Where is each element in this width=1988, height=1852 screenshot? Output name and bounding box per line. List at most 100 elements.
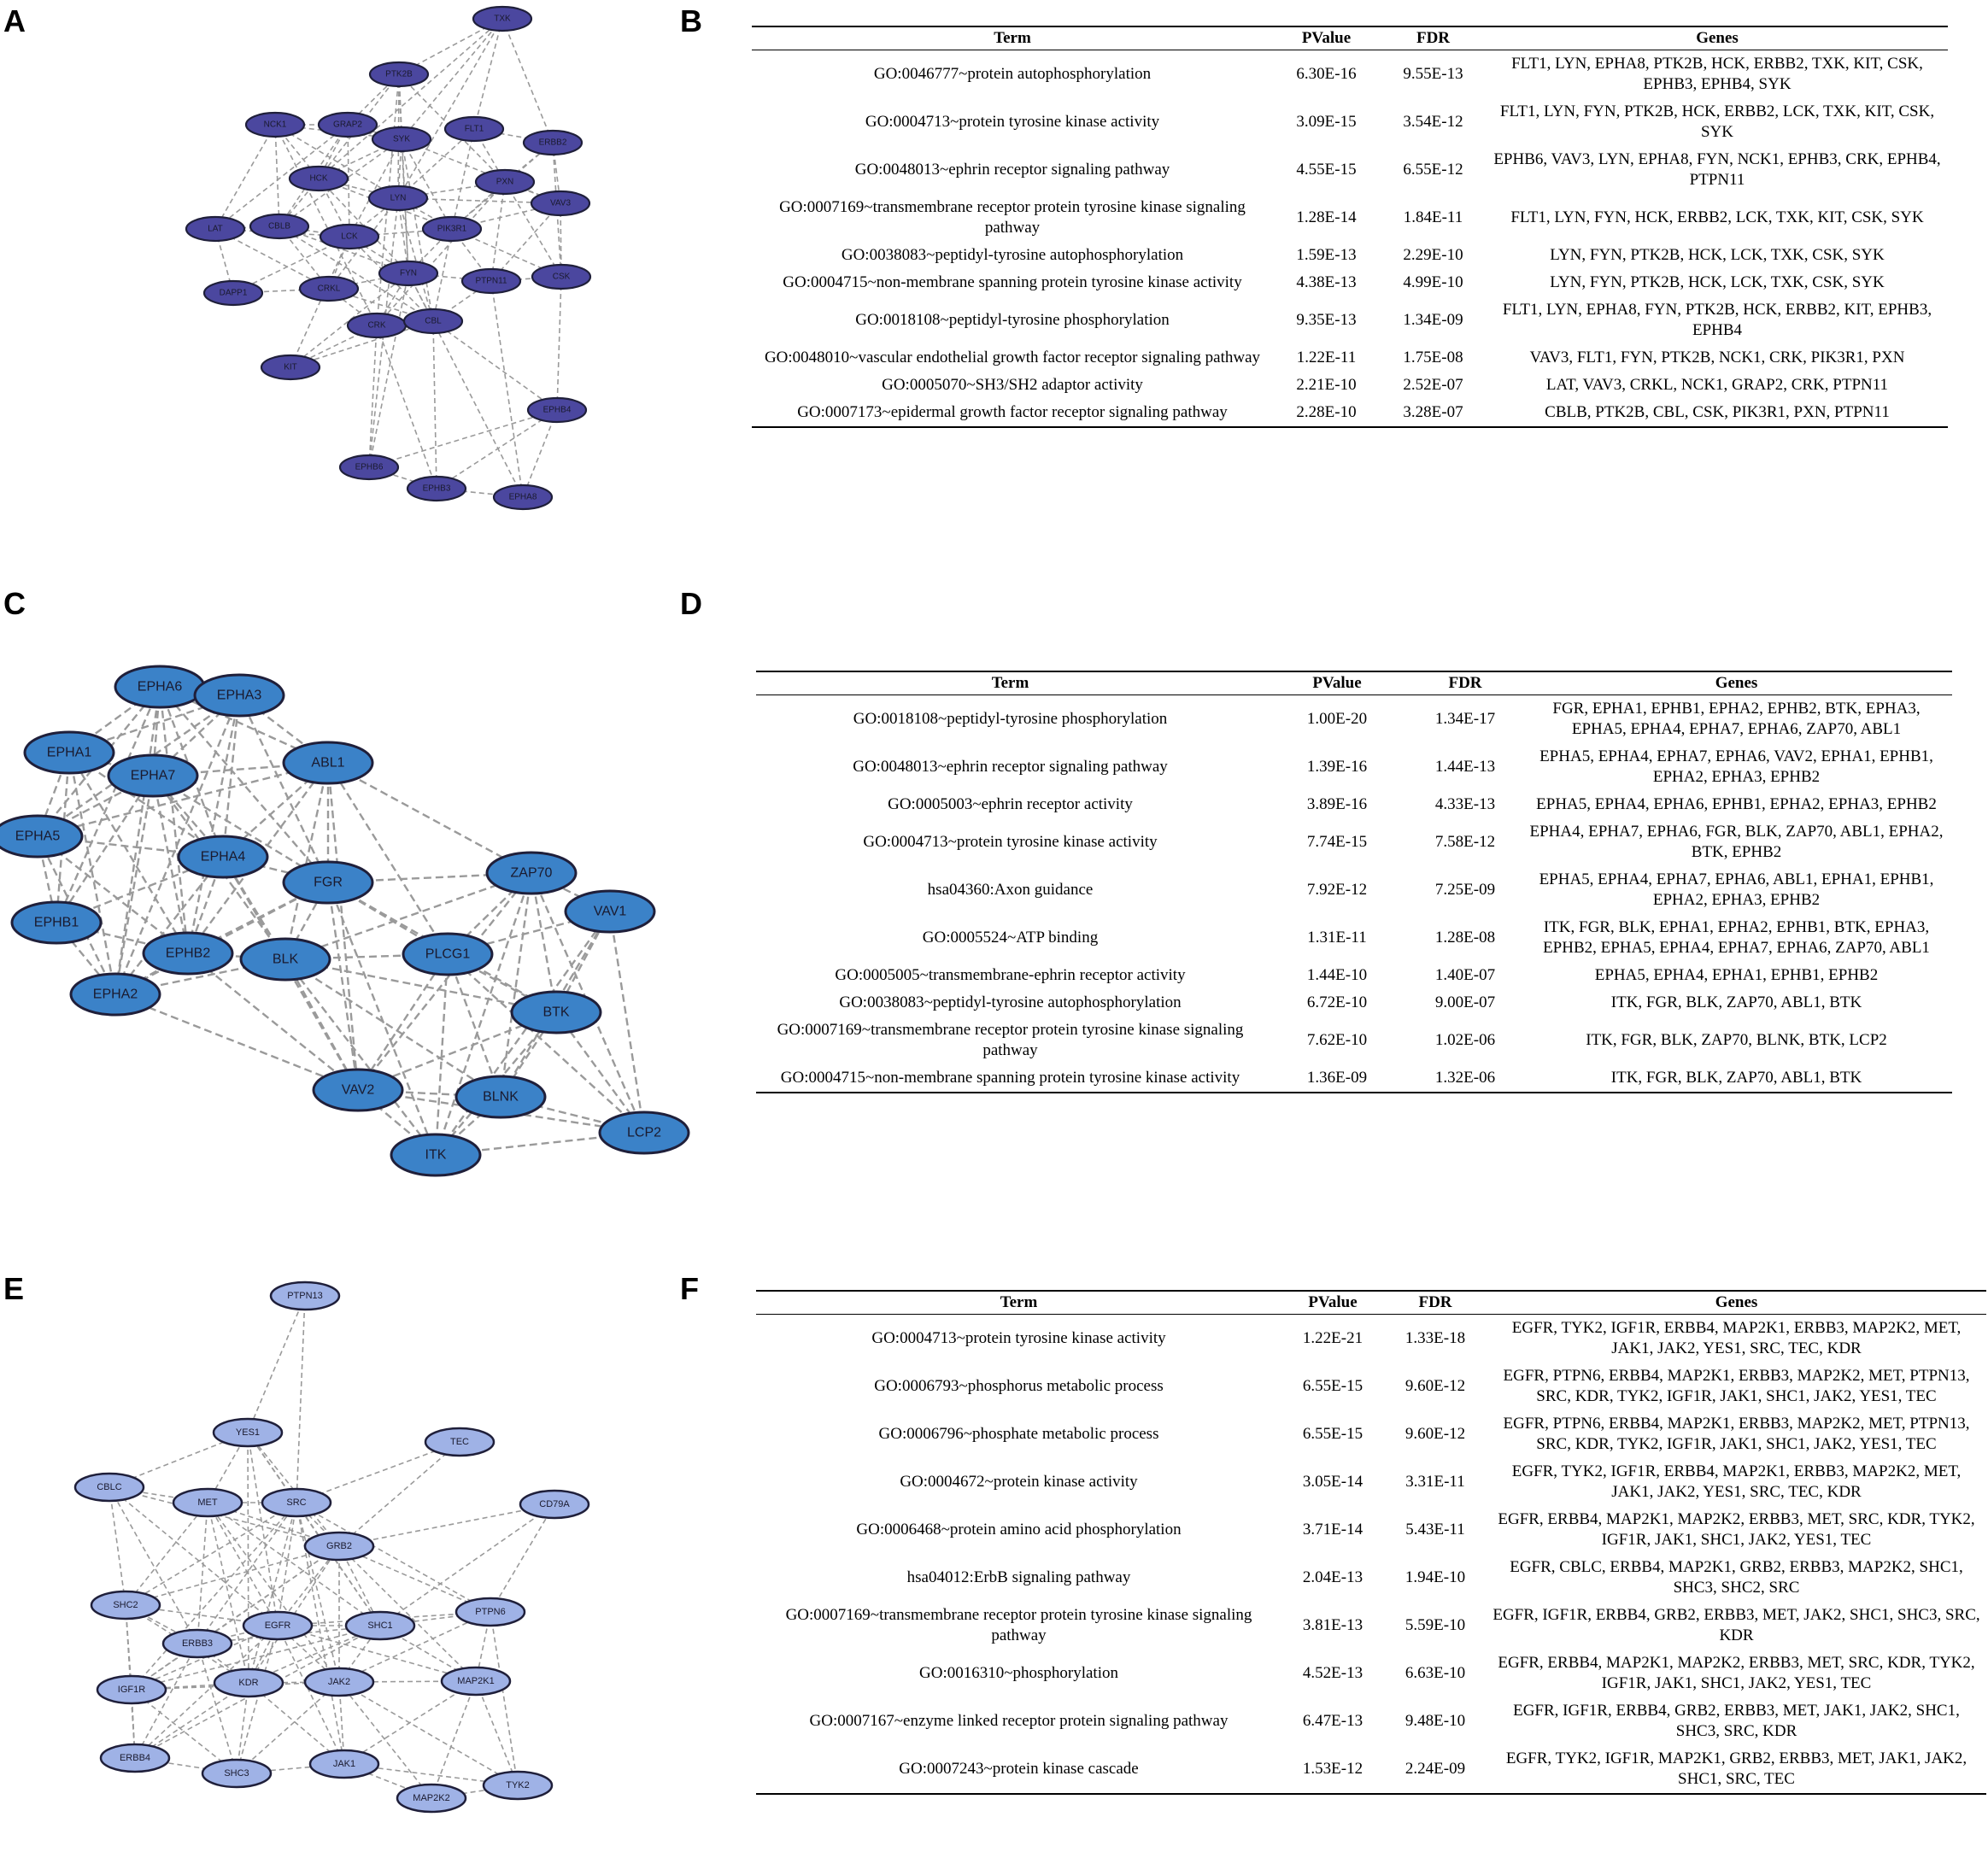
node-label: EPHA6 xyxy=(138,680,183,694)
pvalue-cell: 3.81E-13 xyxy=(1302,1616,1363,1634)
network-edge xyxy=(125,1545,340,1606)
fdr-cell: 1.75E-08 xyxy=(1403,349,1463,366)
network-node: PXN xyxy=(474,168,536,196)
fdr-cell: 9.60E-12 xyxy=(1405,1425,1466,1443)
node-ellipse xyxy=(598,1111,690,1155)
node-ellipse xyxy=(107,753,199,798)
node-ellipse xyxy=(212,1417,284,1448)
network-node: FGR xyxy=(282,860,374,905)
table-row: GO:0007173~epidermal growth factor recep… xyxy=(752,399,1948,428)
network-node: MET xyxy=(172,1487,243,1518)
table-row: GO:0004713~protein tyrosine kinase activ… xyxy=(756,1315,1986,1363)
table-row: GO:0007167~enzyme linked receptor protei… xyxy=(756,1697,1986,1745)
node-ellipse xyxy=(344,1610,416,1641)
header-term: Term xyxy=(752,26,1273,50)
network-node: IGF1R xyxy=(96,1674,167,1705)
network-edge xyxy=(504,181,562,278)
pvalue-cell: 1.28E-14 xyxy=(1296,208,1357,226)
network-edge xyxy=(338,1611,491,1683)
header-fdr: FDR xyxy=(1410,671,1521,695)
network-node: EPHA3 xyxy=(193,673,285,718)
network-node: SRC xyxy=(261,1487,332,1518)
term-cell: GO:0048013~ephrin receptor signaling pat… xyxy=(854,161,1170,179)
network-edge xyxy=(131,1545,340,1691)
term-cell: GO:0004713~protein tyrosine kinase activ… xyxy=(863,833,1158,851)
node-label: FGR xyxy=(314,876,343,890)
network-edge xyxy=(401,138,409,274)
panel-label-e: E xyxy=(3,1271,25,1306)
network-edge xyxy=(214,124,349,230)
network-edge xyxy=(326,762,360,1091)
node-ellipse xyxy=(90,1590,161,1620)
node-label: ZAP70 xyxy=(511,866,553,881)
genes-cell: EGFR, ERBB4, MAP2K1, MAP2K2, ERBB3, MET,… xyxy=(1498,1654,1975,1692)
node-ellipse xyxy=(193,673,285,718)
genes-cell: EGFR, TYK2, IGF1R, ERBB4, MAP2K1, ERBB3,… xyxy=(1511,1319,1962,1357)
node-ellipse xyxy=(371,126,432,153)
node-label: EPHB3 xyxy=(423,484,451,494)
network-edge xyxy=(108,1486,279,1626)
fdr-cell: 7.58E-12 xyxy=(1434,833,1496,851)
pvalue-cell: 4.38E-13 xyxy=(1296,273,1357,291)
network-node: EPHA7 xyxy=(107,753,199,798)
term-cell: GO:0048013~ephrin receptor signaling pat… xyxy=(853,758,1168,776)
network-node: HCK xyxy=(288,165,349,192)
network-edge xyxy=(284,762,330,960)
node-ellipse xyxy=(177,835,269,879)
node-label: VAV2 xyxy=(342,1083,375,1098)
node-ellipse xyxy=(288,165,349,192)
pvalue-cell: 3.05E-14 xyxy=(1302,1473,1363,1491)
pvalue-cell: 7.62E-10 xyxy=(1306,1031,1368,1049)
node-label: SRC xyxy=(286,1497,306,1508)
network-edge xyxy=(338,1545,491,1613)
pvalue-cell: 6.55E-15 xyxy=(1302,1377,1363,1395)
network-edge xyxy=(608,911,646,1134)
pvalue-cell: 6.55E-15 xyxy=(1302,1425,1363,1443)
node-label: ABL1 xyxy=(311,756,344,771)
network-edge xyxy=(134,1643,198,1759)
network-edge xyxy=(196,1502,208,1644)
pvalue-cell: 4.52E-13 xyxy=(1302,1664,1363,1682)
network-edge xyxy=(114,993,359,1092)
network-node: CRKL xyxy=(298,275,360,302)
network-edge xyxy=(236,1682,249,1774)
network-node: KIT xyxy=(260,354,321,381)
network-node: FLT1 xyxy=(443,115,505,143)
network-edge xyxy=(196,1643,238,1774)
node-label: CRK xyxy=(367,321,385,331)
term-cell: GO:0018108~peptidyl-tyrosine phosphoryla… xyxy=(855,311,1170,329)
network-node: PTPN13 xyxy=(269,1281,341,1311)
node-ellipse xyxy=(312,1068,404,1112)
node-label: EGFR xyxy=(265,1620,291,1631)
node-ellipse xyxy=(282,860,374,905)
fdr-cell: 1.34E-17 xyxy=(1434,710,1496,728)
network-edge xyxy=(131,1502,297,1691)
network-node: ZAP70 xyxy=(485,851,578,895)
node-label: PLCG1 xyxy=(425,947,471,962)
network-node: PTK2B xyxy=(368,61,430,88)
network-edge xyxy=(338,1503,555,1547)
term-cell: GO:0007243~protein kinase cascade xyxy=(756,1745,1281,1795)
network-node: PTPN6 xyxy=(454,1597,526,1627)
network-edge xyxy=(108,1486,340,1547)
pvalue-cell: 4.55E-15 xyxy=(1296,161,1357,179)
node-label: EPHA2 xyxy=(93,988,138,1002)
node-ellipse xyxy=(482,1770,554,1801)
node-ellipse xyxy=(261,1487,332,1518)
table-row: GO:0004715~non-membrane spanning protein… xyxy=(752,269,1948,296)
node-ellipse xyxy=(317,111,378,138)
fdr-cell: 9.55E-13 xyxy=(1403,65,1463,83)
node-label: ERBB3 xyxy=(182,1638,213,1649)
pvalue-cell: 1.22E-21 xyxy=(1302,1329,1363,1347)
network-node: ERBB3 xyxy=(161,1628,233,1659)
network-node: EPHB4 xyxy=(526,396,588,424)
node-ellipse xyxy=(172,1487,243,1518)
genes-cell: FLT1, LYN, FYN, PTK2B, HCK, ERBB2, LCK, … xyxy=(1499,103,1935,141)
network-edge xyxy=(238,694,330,883)
table-row: GO:0004713~protein tyrosine kinase activ… xyxy=(752,98,1948,146)
pvalue-cell: 3.09E-15 xyxy=(1296,113,1357,131)
term-cell: GO:0007167~enzyme linked receptor protei… xyxy=(809,1712,1229,1730)
